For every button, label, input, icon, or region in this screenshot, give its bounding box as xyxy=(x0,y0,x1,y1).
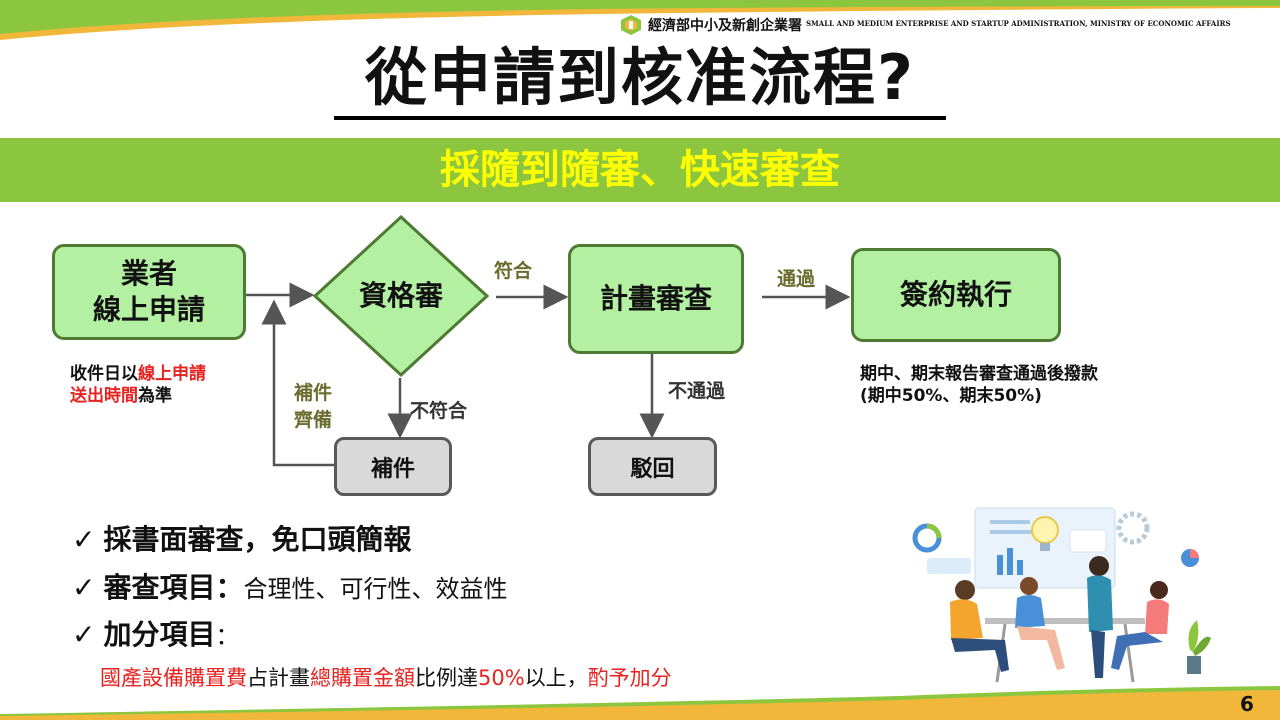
label-not-approved: 不通過 xyxy=(668,380,726,402)
apply-online-box: 業者 線上申請 xyxy=(52,244,246,340)
title-underline xyxy=(334,116,946,120)
apply-line1: 業者 xyxy=(120,257,177,290)
bullet3-head: 加分項目 xyxy=(103,618,216,651)
reject-box: 駁回 xyxy=(588,437,717,496)
apply-line2: 線上申請 xyxy=(92,293,205,326)
bullet2-head: 審查項目： xyxy=(103,571,244,604)
bonus-detail: 國產設備購置費占計畫總購置金額比例達50%以上，酌予加分 xyxy=(100,662,672,692)
sign-execute-box: 簽約執行 xyxy=(851,248,1061,342)
check-icon: ✓ xyxy=(72,571,96,604)
receipt-part1: 收件日以 xyxy=(70,364,138,384)
plan-review-box: 計畫審查 xyxy=(568,244,744,354)
page-number: 6 xyxy=(1240,692,1254,716)
label-fail: 不符合 xyxy=(410,400,468,422)
team-meeting-illustration xyxy=(905,500,1215,690)
check-icon: ✓ xyxy=(72,523,96,556)
bullet-bonus-items: ✓ 加分項目 ： xyxy=(72,613,239,653)
eligibility-label: 資格審 xyxy=(358,279,443,312)
label-approved: 通過 xyxy=(777,268,816,290)
receipt-red1: 線上申請 xyxy=(138,364,206,384)
bonus-p5: 50% xyxy=(478,666,525,690)
receipt-red2: 送出時間 xyxy=(70,386,138,406)
label-supplement-line2: 齊備 xyxy=(294,409,333,431)
label-pass: 符合 xyxy=(494,260,533,282)
bullet1-text: 採書面審查，免口頭簡報 xyxy=(103,523,412,556)
payment-line1: 期中、期末報告審查通過後撥款 xyxy=(860,364,1098,384)
bonus-p4: 比例達 xyxy=(415,666,478,690)
top-stripe xyxy=(0,0,1280,40)
receipt-part2: 為準 xyxy=(138,386,172,406)
payment-line2: (期中50%、期末50%) xyxy=(860,386,1042,406)
label-supplement-line1: 補件 xyxy=(294,382,333,404)
eligibility-diamond xyxy=(312,214,490,378)
banner xyxy=(0,138,1280,202)
label-supplement-complete: 補件 齊備 xyxy=(294,380,332,434)
bonus-p2: 占計畫 xyxy=(247,666,310,690)
bonus-p1: 國產設備購置費 xyxy=(100,666,247,690)
payment-note: 期中、期末報告審查通過後撥款 (期中50%、期末50%) xyxy=(860,363,1098,407)
banner-text: 採隨到隨審、快速審查 xyxy=(440,147,840,193)
bullet-written-review: ✓ 採書面審查，免口頭簡報 xyxy=(72,518,411,558)
bonus-p3: 總購置金額 xyxy=(310,666,415,690)
org-name-chinese: 經濟部中小及新創企業署 xyxy=(648,18,802,34)
bullet-review-items: ✓ 審查項目： 合理性、可行性、效益性 xyxy=(72,566,507,606)
bullet2-body: 合理性、可行性、效益性 xyxy=(243,575,508,603)
bottom-bar xyxy=(0,686,1280,720)
check-icon: ✓ xyxy=(72,618,96,651)
page-title: 從申請到核准流程? xyxy=(365,41,915,114)
bonus-p7: 酌予加分 xyxy=(587,666,672,690)
bonus-p6: 以上， xyxy=(524,666,588,690)
org-logo-icon xyxy=(620,14,642,36)
bullet3-colon: ： xyxy=(215,622,240,650)
receipt-note: 收件日以線上申請 送出時間為準 xyxy=(70,363,206,407)
org-name-english: SMALL AND MEDIUM ENTERPRISE AND STARTUP … xyxy=(806,19,1231,28)
supplement-box: 補件 xyxy=(334,437,452,496)
